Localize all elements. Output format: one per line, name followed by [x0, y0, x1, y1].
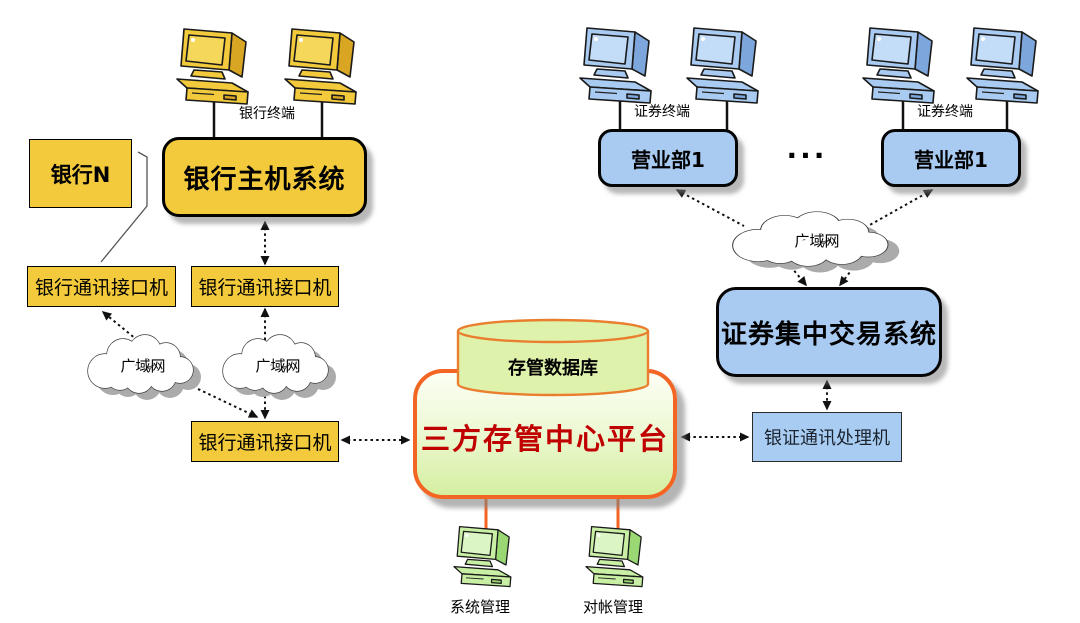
- trade-system-node: 证券集中交易系统: [716, 287, 942, 377]
- platform-label: 三方存管中心平台: [420, 422, 669, 456]
- bank-terminal-computer-icon: [284, 28, 357, 105]
- bank-terminal-computer-icon: [176, 28, 249, 105]
- dept-ellipsis: ...: [786, 132, 828, 165]
- bank-terminals-label: 银行终端: [239, 106, 295, 122]
- bank-n-connector: [100, 151, 148, 263]
- sec-terminals-right-label: 证券终端: [917, 104, 973, 120]
- depository-db-cylinder: [456, 318, 650, 397]
- bank-interface-mid-label: 银行通讯接口机: [198, 277, 332, 299]
- processor-label: 银证通讯处理机: [764, 428, 890, 449]
- platform-node: 三方存管中心平台: [413, 369, 677, 499]
- reconciliation-computer-icon: [585, 525, 644, 588]
- wan-mid-label: 广域网: [255, 357, 301, 375]
- reconciliation-mgmt-label: 对帐管理: [582, 598, 643, 616]
- bank-interface-left-label: 银行通讯接口机: [34, 277, 168, 299]
- dept-left-label: 营业部1: [631, 147, 705, 172]
- bank-interface-mid-node: 银行通讯接口机: [191, 266, 339, 307]
- bank-interface-bottom-node: 银行通讯接口机: [191, 421, 339, 462]
- wan-right-label: 广域网: [794, 232, 840, 250]
- dept-left-node: 营业部1: [598, 129, 738, 187]
- bank-host-node: 银行主机系统: [162, 137, 367, 217]
- dept-right-label: 营业部1: [914, 147, 988, 172]
- bank-interface-left-node: 银行通讯接口机: [27, 266, 176, 307]
- system-mgmt-computer-icon: [453, 525, 512, 588]
- bank-host-label: 银行主机系统: [183, 164, 346, 195]
- processor-node: 银证通讯处理机: [752, 412, 902, 462]
- securities-terminal-computer-icon: [579, 27, 652, 104]
- bank-n-node: 银行N: [29, 139, 132, 208]
- system-mgmt-label: 系统管理: [449, 598, 510, 616]
- trade-system-label: 证券集中交易系统: [720, 319, 937, 350]
- sec-terminals-left-label: 证券终端: [634, 104, 690, 120]
- depository-db-label: 存管数据库: [508, 358, 598, 379]
- securities-terminal-computer-icon: [862, 27, 935, 104]
- bank-interface-bottom-label: 银行通讯接口机: [198, 432, 332, 454]
- wan-left-label: 广域网: [120, 357, 166, 375]
- bank-n-label: 银行N: [50, 162, 111, 187]
- securities-terminal-computer-icon: [966, 27, 1039, 104]
- securities-terminal-computer-icon: [686, 27, 759, 104]
- dept-right-node: 营业部1: [881, 129, 1021, 187]
